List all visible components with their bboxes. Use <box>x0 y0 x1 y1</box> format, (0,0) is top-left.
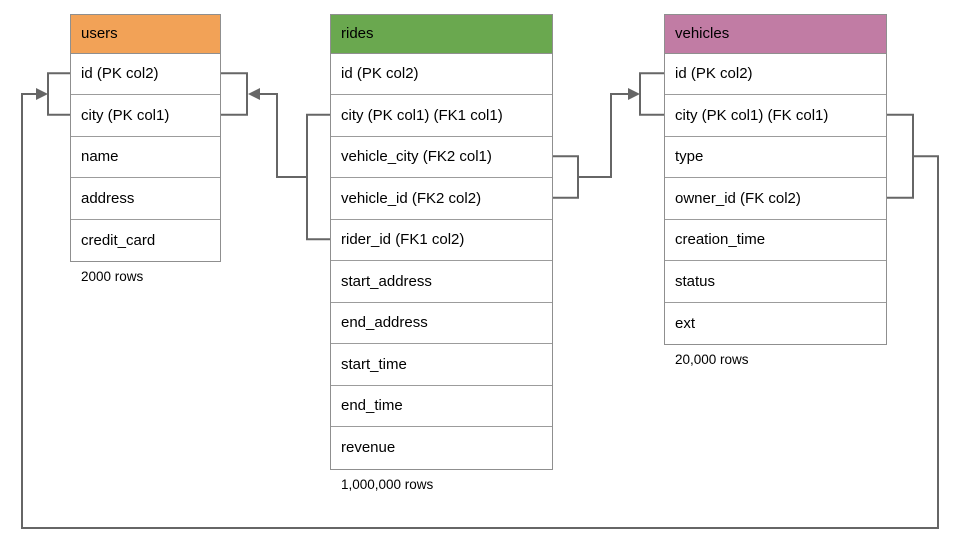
column-row: owner_id (FK col2) <box>665 178 886 220</box>
table-rides-row-count: 1,000,000 rows <box>341 476 434 492</box>
relationship-vehicles-users <box>21 72 939 529</box>
column-row: city (PK col1) (FK col1) <box>665 95 886 137</box>
users-left-bracket <box>47 72 70 116</box>
table-vehicles-header: vehicles <box>665 15 886 54</box>
column-row: id (PK col2) <box>331 53 552 95</box>
column-row: revenue <box>331 427 552 469</box>
table-users-header: users <box>71 15 220 54</box>
column-row: id (PK col2) <box>665 53 886 95</box>
column-row: city (PK col1) <box>71 95 220 137</box>
table-users-row-count: 2000 rows <box>81 269 144 284</box>
column-row: vehicle_city (FK2 col1) <box>331 136 552 178</box>
vehicles-left-bracket <box>639 72 664 116</box>
arrowhead-into-users-left <box>36 88 48 100</box>
users-right-bracket <box>221 72 248 116</box>
table-vehicles-row-count: 20,000 rows <box>675 352 749 367</box>
table-rides-columns: id (PK col2)city (PK col1) (FK1 col1)veh… <box>331 53 552 469</box>
vehicles-right-bracket <box>887 113 914 199</box>
rides-users-line <box>256 93 307 178</box>
column-row: creation_time <box>665 219 886 261</box>
arrowhead-into-users-right <box>248 88 260 100</box>
vehicles-users-loop-line <box>21 93 939 529</box>
column-row: ext <box>665 302 886 344</box>
column-row: start_address <box>331 261 552 303</box>
column-row: vehicle_id (FK2 col2) <box>331 178 552 220</box>
column-row: credit_card <box>71 219 220 261</box>
relationship-rides-vehicles <box>553 72 664 199</box>
column-row: name <box>71 136 220 178</box>
rides-left-bracket <box>306 113 330 241</box>
table-rides-header: rides <box>331 15 552 54</box>
rides-vehicles-line <box>578 93 632 178</box>
table-rides: rides id (PK col2)city (PK col1) (FK1 co… <box>330 14 553 492</box>
relationship-rides-users <box>221 72 330 241</box>
column-row: type <box>665 136 886 178</box>
column-row: end_time <box>331 385 552 427</box>
arrowhead-into-vehicles-left <box>628 88 640 100</box>
rides-right-bracket <box>553 155 579 199</box>
table-vehicles-columns: id (PK col2)city (PK col1) (FK col1)type… <box>665 53 886 344</box>
column-row: status <box>665 261 886 303</box>
column-row: city (PK col1) (FK1 col1) <box>331 95 552 137</box>
column-row: start_time <box>331 344 552 386</box>
column-row: rider_id (FK1 col2) <box>331 219 552 261</box>
column-row: address <box>71 178 220 220</box>
table-vehicles: vehicles id (PK col2)city (PK col1) (FK … <box>664 14 887 367</box>
column-row: id (PK col2) <box>71 53 220 95</box>
column-row: end_address <box>331 302 552 344</box>
